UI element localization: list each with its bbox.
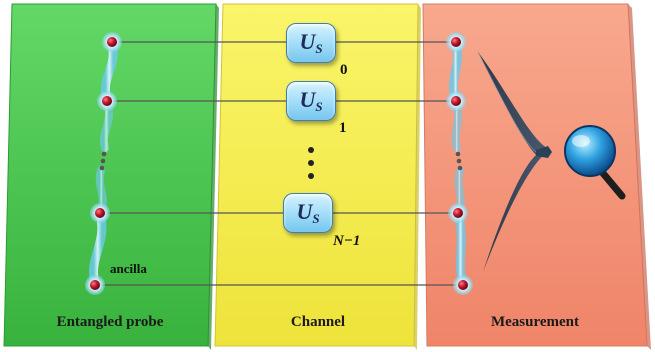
- panel-label-measurement: Measurement: [490, 314, 580, 330]
- index-label-n-1: N−1: [333, 233, 361, 249]
- index-label-1: 1: [339, 120, 347, 136]
- panel-entangled-probe: [3, 3, 219, 350]
- funnel-horn: [477, 51, 552, 272]
- qubit-left-ancilla: [90, 280, 100, 290]
- qubit-lines: [95, 41, 463, 286]
- channel-ellipsis: [308, 147, 314, 179]
- operator-label-1: US: [299, 87, 323, 114]
- qubit-left-0: [107, 37, 117, 47]
- panel-label-channel: Channel: [290, 314, 346, 330]
- operator-label-n-1: US: [296, 199, 320, 226]
- qubit-right-1: [451, 96, 461, 106]
- operator-box-1: US: [286, 81, 336, 121]
- left-entangled-chain: [85, 32, 122, 295]
- panel-measurement: [422, 3, 651, 350]
- qubit-left-n-1: [95, 208, 105, 218]
- magnifier-icon: [564, 125, 626, 200]
- qubit-right-ancilla: [458, 280, 468, 290]
- operator-box-0: US: [286, 23, 336, 63]
- qubit-right-n-1: [453, 208, 463, 218]
- ancilla-label: ancilla: [110, 261, 147, 276]
- right-entangled-chain: [446, 32, 473, 295]
- panel-channel: [214, 3, 421, 350]
- qubit-left-1: [102, 96, 112, 106]
- operator-box-n-1: US: [283, 193, 333, 233]
- panel-label-entangled-probe: Entangled probe: [56, 314, 164, 330]
- qubit-right-0: [451, 37, 461, 47]
- operator-label-0: US: [299, 29, 323, 56]
- index-label-0: 0: [340, 62, 348, 78]
